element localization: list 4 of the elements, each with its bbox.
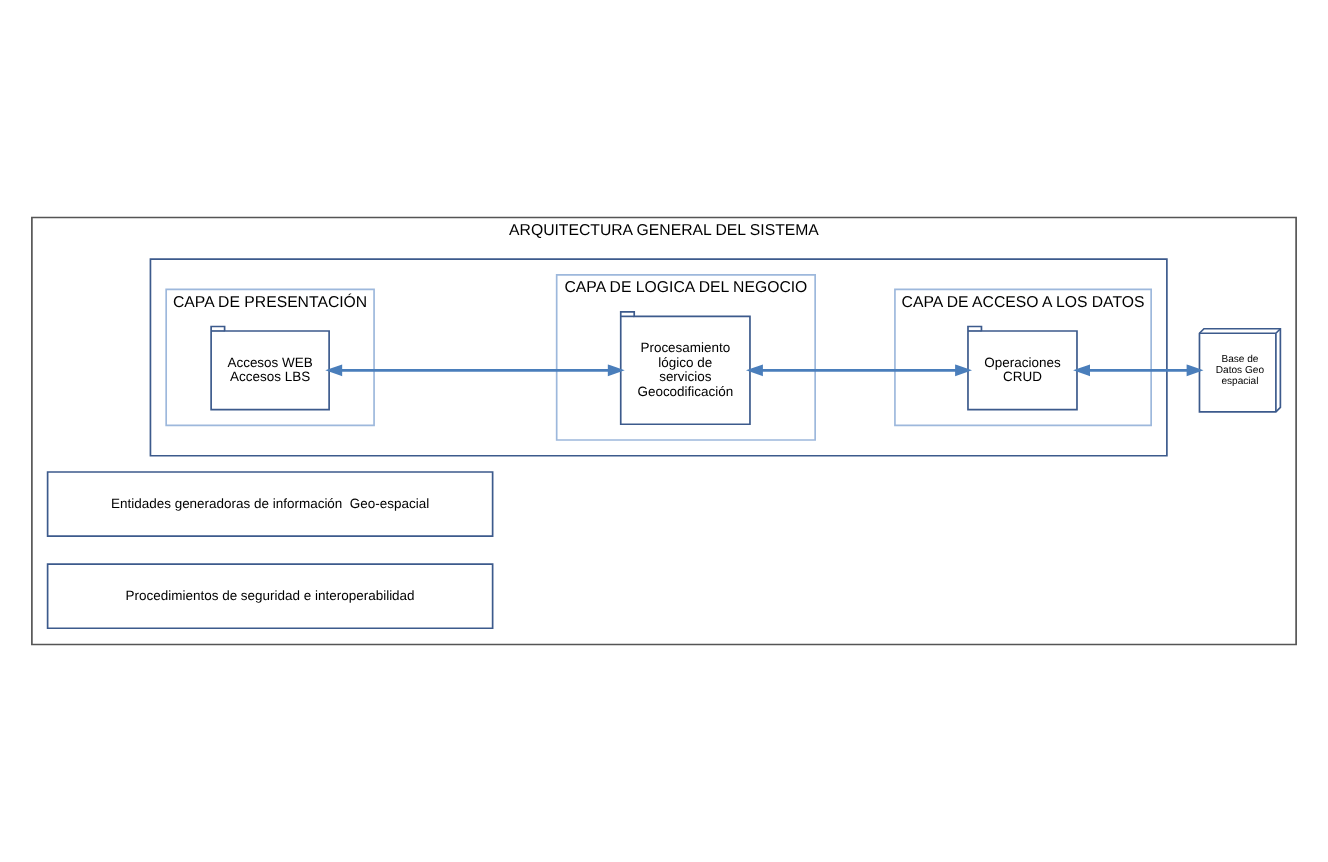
cluster [149, 258, 1168, 457]
arrow [746, 364, 972, 377]
arrow [1073, 364, 1204, 377]
arrow [325, 364, 625, 377]
